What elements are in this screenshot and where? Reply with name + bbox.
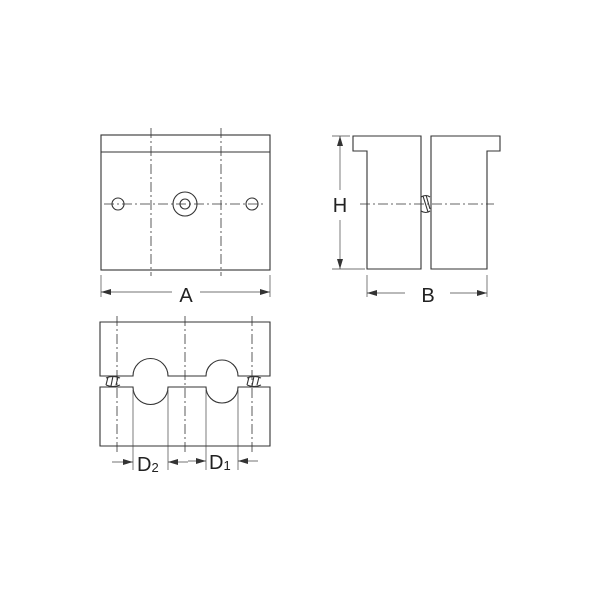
clamp-view: D2 D1 <box>99 316 271 476</box>
center-bolt-hole <box>172 191 198 217</box>
dimension-b-label: B <box>421 285 434 307</box>
spring-right-icon <box>246 375 262 388</box>
side-view: H B <box>332 135 501 307</box>
dimension-a-label: A <box>179 285 193 307</box>
spring-left-icon <box>105 375 121 388</box>
mount-hole-left <box>111 197 125 211</box>
dimension-d1-label: D1 <box>209 452 231 474</box>
dimension-h-label: H <box>333 195 347 217</box>
dimension-d2-label: D2 <box>137 454 159 476</box>
spring-icon <box>420 194 431 214</box>
front-view: A <box>100 128 271 307</box>
mount-hole-right <box>245 197 259 211</box>
